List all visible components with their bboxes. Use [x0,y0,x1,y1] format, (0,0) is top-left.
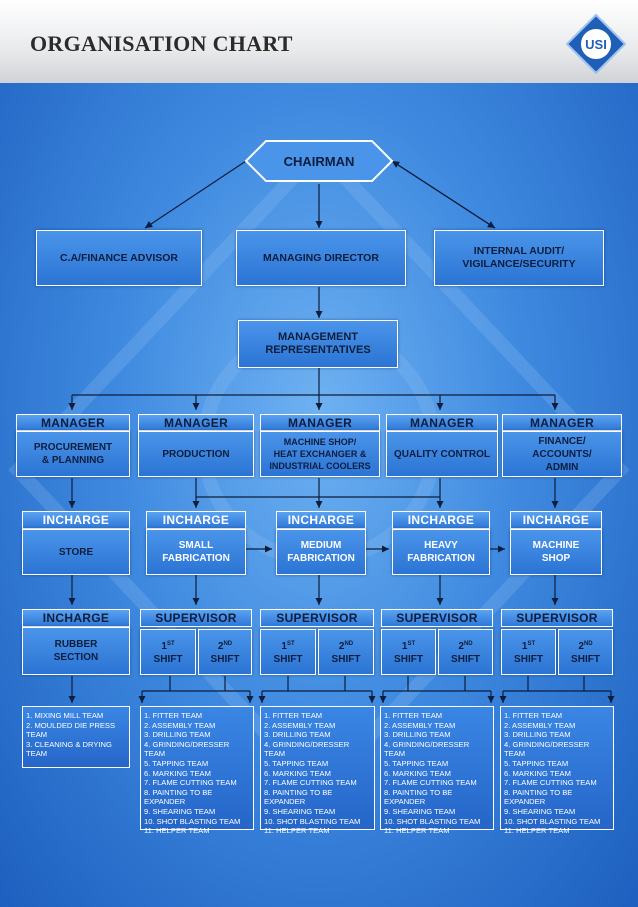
incharge-unit-heavy-fabrication: HEAVY FABRICATION [392,529,490,575]
supervisor-header-1: SUPERVISOR [140,609,252,627]
manager-dept-production: PRODUCTION [138,431,254,477]
manager-header-finance: MANAGER [502,414,622,431]
incharge-header-store: INCHARGE [22,511,130,529]
incharge-unit-rubber: RUBBER SECTION [22,627,130,675]
ca-finance-advisor-box: C.A/FINANCE ADVISOR [36,230,202,286]
manager-header-machine-shop: MANAGER [260,414,380,431]
incharge-header-rubber: INCHARGE [22,609,130,627]
incharge-unit-store: STORE [22,529,130,575]
page-title: ORGANISATION CHART [30,31,293,56]
management-representatives-box: MANAGEMENT REPRESENTATIVES [238,320,398,368]
incharge-unit-machine-shop: MACHINE SHOP [510,529,602,575]
chairman-box: CHAIRMAN [244,139,394,183]
rubber-team-list: 1. MIXING MILL TEAM 2. MOULDED DIE PRESS… [22,706,130,768]
incharge-unit-small-fabrication: SMALL FABRICATION [146,529,246,575]
supervisor-header-3: SUPERVISOR [381,609,493,627]
manager-dept-machine-shop: MACHINE SHOP/ HEAT EXCHANGER & INDUSTRIA… [260,431,380,477]
team-list-2: 1. FITTER TEAM 2. ASSEMBLY TEAM 3. DRILL… [260,706,375,835]
incharge-header-medium-fabrication: INCHARGE [276,511,366,529]
incharge-header-heavy-fabrication: INCHARGE [392,511,490,529]
chairman-label: CHAIRMAN [283,153,355,169]
team-list-1: 1. FITTER TEAM 2. ASSEMBLY TEAM 3. DRILL… [140,706,254,835]
team-list-3: 1. FITTER TEAM 2. ASSEMBLY TEAM 3. DRILL… [380,706,494,835]
supervisor-header-4: SUPERVISOR [501,609,613,627]
incharge-header-machine-shop: INCHARGE [510,511,602,529]
supervisor-header-2: SUPERVISOR [260,609,374,627]
manager-header-production: MANAGER [138,414,254,431]
team-list-4: 1. FITTER TEAM 2. ASSEMBLY TEAM 3. DRILL… [500,706,614,835]
manager-header-procurement: MANAGER [16,414,130,431]
incharge-unit-medium-fabrication: MEDIUM FABRICATION [276,529,366,575]
logo-text: USI [585,37,607,52]
manager-header-quality: MANAGER [386,414,498,431]
manager-dept-quality: QUALITY CONTROL [386,431,498,477]
manager-dept-procurement: PROCUREMENT & PLANNING [16,431,130,477]
company-logo: USI [566,14,626,74]
internal-audit-box: INTERNAL AUDIT/ VIGILANCE/SECURITY [434,230,604,286]
manager-dept-finance: FINANCE/ ACCOUNTS/ ADMIN [502,431,622,477]
managing-director-box: MANAGING DIRECTOR [236,230,406,286]
incharge-header-small-fabrication: INCHARGE [146,511,246,529]
page-header: ORGANISATION CHART USI [0,0,638,83]
